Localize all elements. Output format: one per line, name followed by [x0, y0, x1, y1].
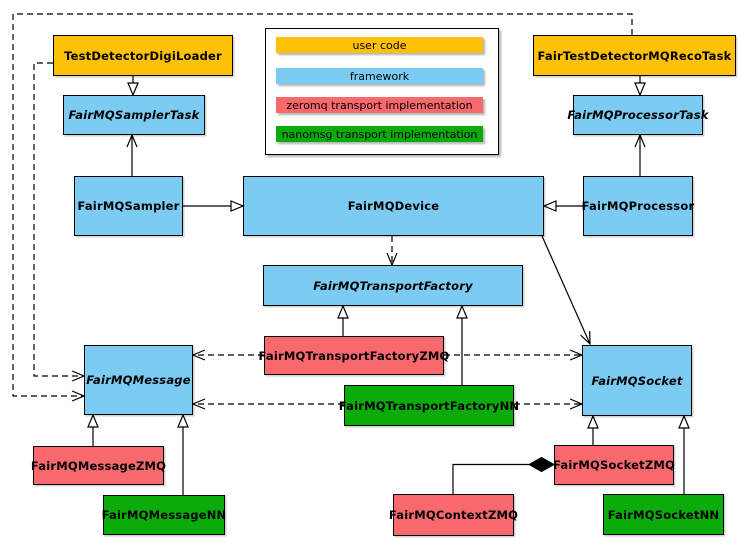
node-fairmqtransportfactory: FairMQTransportFactory — [263, 265, 523, 306]
node-fairmqprocessortask: FairMQProcessorTask — [567, 95, 708, 135]
node-testdetectordigiloader: TestDetectorDigiLoader — [53, 35, 233, 76]
edge-digiloader-to-message — [33, 62, 84, 376]
legend: user code framework zeromq transport imp… — [265, 28, 499, 155]
node-fairmqsocketzmq: FairMQSocketZMQ — [553, 445, 675, 485]
node-fairmqsocketnn: FairMQSocketNN — [603, 494, 724, 535]
legend-item-zeromq: zeromq transport implementation — [276, 97, 483, 113]
node-fairmqtransportfactorynn: FairMQTransportFactoryNN — [339, 385, 519, 426]
node-label: FairTestDetectorMQRecoTask — [537, 48, 732, 63]
legend-item-nanomsg: nanomsg transport implementation — [276, 126, 483, 142]
node-label: FairMQTransportFactoryNN — [338, 398, 520, 413]
edge-contextzmq-to-socketzmq — [452, 463, 529, 494]
node-label: FairMQSocketZMQ — [553, 458, 675, 472]
node-fairmqdevice: FairMQDevice — [243, 176, 544, 236]
legend-item-framework: framework — [276, 68, 483, 84]
node-label: FairMQMessageNN — [101, 508, 227, 522]
node-fairmqprocessor: FairMQProcessor — [581, 176, 695, 236]
node-fairmqsamplertask: FairMQSamplerTask — [63, 95, 205, 135]
node-label: FairMQContextZMQ — [388, 508, 519, 522]
node-label: FairMQDevice — [347, 199, 440, 213]
node-fairmqsampler: FairMQSampler — [74, 176, 183, 236]
legend-label: zeromq transport implementation — [286, 98, 473, 112]
node-label: FairMQSocket — [591, 373, 683, 388]
node-label: FairMQSampler — [77, 199, 180, 213]
edge-recotask-to-message — [12, 13, 633, 396]
legend-label: user code — [352, 38, 407, 52]
node-label: FairMQMessageZMQ — [30, 458, 167, 473]
legend-label: nanomsg transport implementation — [281, 127, 478, 141]
node-fairmqmessagenn: FairMQMessageNN — [101, 495, 227, 535]
node-label: FairMQSamplerTask — [68, 108, 200, 122]
node-label: FairMQTransportFactory — [313, 278, 473, 293]
node-fairmqtransportfactoryzmq: FairMQTransportFactoryZMQ — [259, 336, 449, 375]
node-label: FairMQProcessorTask — [567, 108, 709, 122]
node-fairmqmessage: FairMQMessage — [84, 345, 193, 415]
edge-device-to-socket — [541, 235, 590, 344]
node-fairmqcontextzmq: FairMQContextZMQ — [389, 494, 518, 536]
node-label: FairMQProcessor — [581, 199, 695, 213]
legend-item-user-code: user code — [276, 37, 483, 53]
node-fairmqmessagezmq: FairMQMessageZMQ — [30, 446, 167, 485]
composition-diamond — [527, 456, 556, 473]
node-fairtestdetectormqrecotask: FairTestDetectorMQRecoTask — [533, 35, 736, 76]
node-label: FairMQSocketNN — [607, 507, 720, 522]
legend-label: framework — [349, 69, 410, 83]
node-label: FairMQMessage — [86, 373, 191, 387]
node-label: FairMQTransportFactoryZMQ — [258, 348, 450, 363]
node-fairmqsocket: FairMQSocket — [582, 345, 692, 416]
node-label: TestDetectorDigiLoader — [64, 48, 222, 63]
